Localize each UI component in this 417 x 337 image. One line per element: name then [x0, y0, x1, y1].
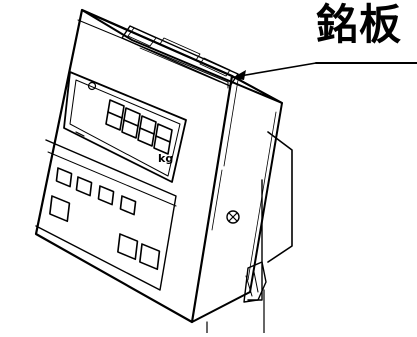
key-small-2[interactable]: [75, 176, 93, 197]
arrow-head-icon: [232, 70, 246, 80]
mounting-bracket: [206, 131, 293, 334]
display-window: [63, 71, 187, 183]
key-small-1[interactable]: [55, 167, 73, 188]
key-small-3[interactable]: [97, 185, 115, 206]
key-large-1[interactable]: [49, 195, 71, 223]
keypad: [49, 167, 161, 271]
enclosure: [34, 8, 283, 324]
display-unit-label: kg: [158, 152, 173, 165]
nameplate-callout-label: 銘板: [316, 0, 403, 49]
callout-leader: [239, 62, 417, 77]
key-large-2[interactable]: [117, 233, 139, 261]
screw-icon: [226, 210, 240, 224]
key-large-3[interactable]: [139, 243, 161, 271]
key-small-4[interactable]: [119, 195, 137, 216]
status-lamp-icon: [87, 81, 97, 91]
nameplate: [121, 25, 239, 87]
